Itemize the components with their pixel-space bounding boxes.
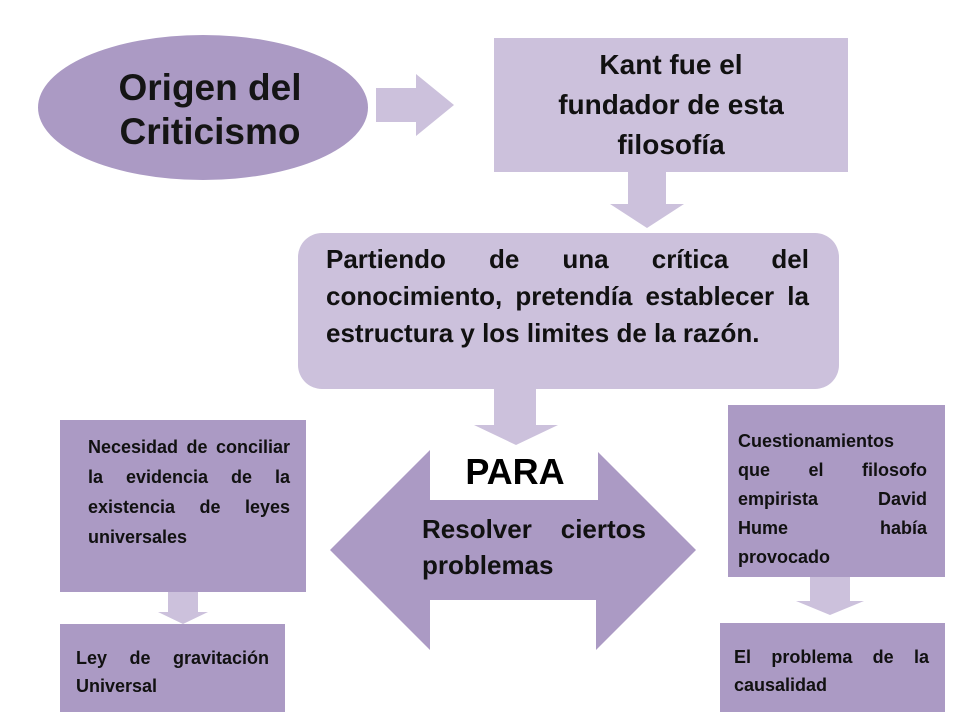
right-arrow-icon [376,74,454,136]
necesidad-text: Necesidad de conciliar la evidencia de l… [88,437,290,547]
partiendo-box: Partiendo de una crítica del conocimient… [298,233,839,389]
down-arrow-icon [796,577,864,615]
para-label: PARA [465,451,565,492]
causalidad-text: El problema de la causalidad [734,647,929,695]
cuestionamientos-text: Cuestionamientos que el filosofo empiris… [738,431,927,567]
down-arrow-icon [610,172,684,228]
partiendo-text: Partiendo de una crítica del conocimient… [326,244,809,348]
para-label-box [432,448,598,500]
origin-title: Origen del Criticismo [70,66,350,154]
down-arrow-icon [474,389,558,445]
origin-title-line-1: Origen del [118,67,302,108]
ley-box: Ley de gravitación Universal [60,624,285,712]
ley-text: Ley de gravitación Universal [76,648,269,696]
kant-line-1: Kant fue el [599,49,743,80]
kant-line-3: filosofía [617,129,725,160]
resolver-text: Resolver ciertos problemas [422,514,646,580]
necesidad-box: Necesidad de conciliar la evidencia de l… [60,420,306,592]
double-arrow-shape [330,450,696,650]
origin-title-line-2: Criticismo [119,111,301,152]
kant-text: Kant fue el fundador de esta filosofía [558,45,784,165]
down-arrow-icon [158,592,208,624]
origin-oval [38,35,368,180]
causalidad-box: El problema de la causalidad [720,623,945,712]
kant-line-2: fundador de esta [558,89,784,120]
cuestionamientos-box: Cuestionamientos que el filosofo empiris… [728,405,945,577]
kant-box: Kant fue el fundador de esta filosofía [494,38,848,172]
